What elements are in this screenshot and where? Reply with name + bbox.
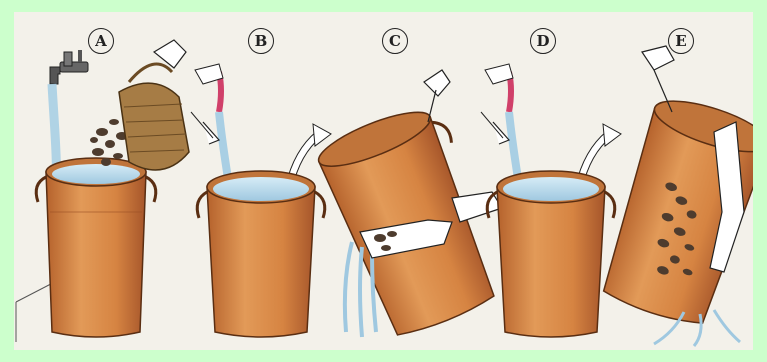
- step-label-e: E: [668, 28, 694, 54]
- pot-b: [197, 171, 325, 337]
- basket: [119, 64, 189, 170]
- step-b-scene: [191, 64, 331, 337]
- pot-d: [487, 171, 615, 337]
- pot-a: [36, 158, 156, 337]
- step-e-scene: [594, 46, 753, 346]
- step-c-scene: [313, 70, 514, 343]
- step-label-a: A: [88, 28, 114, 54]
- water-tap-icon: [50, 50, 88, 84]
- step-d-scene: [481, 64, 621, 337]
- washing-steps-illustration: [14, 12, 753, 350]
- step-label-c: C: [382, 28, 408, 54]
- illustration-frame: A B C D E: [14, 12, 753, 350]
- step-a-scene: [16, 40, 189, 342]
- step-label-b: B: [248, 28, 274, 54]
- step-label-d: D: [530, 28, 556, 54]
